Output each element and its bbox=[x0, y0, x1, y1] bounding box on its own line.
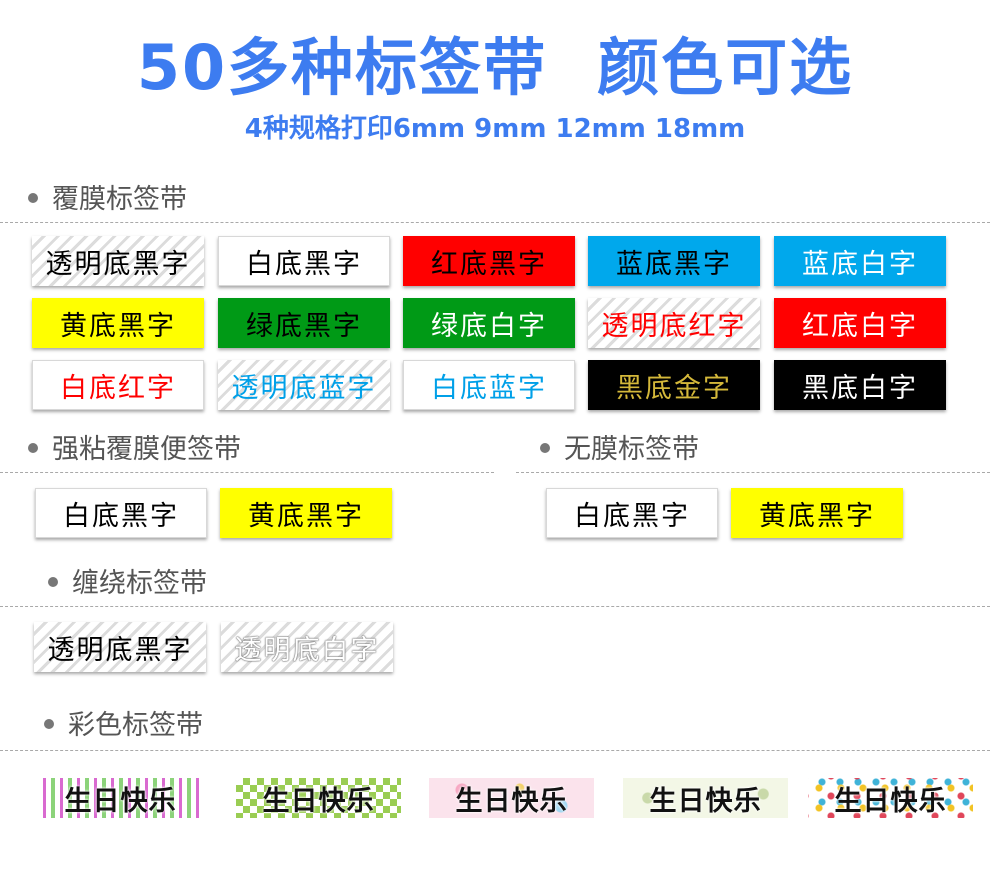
tape-label: 黄底黑字 bbox=[759, 500, 875, 532]
tape-label: 黑底金字 bbox=[616, 372, 732, 404]
tape-sample: 透明底蓝字 bbox=[218, 360, 390, 410]
section-heading-strong: 强粘覆膜便签带 bbox=[28, 432, 241, 468]
section-divider bbox=[0, 222, 990, 223]
section-heading-nonlaminated: 无膜标签带 bbox=[540, 432, 699, 468]
tape-label: 黄底黑字 bbox=[248, 500, 364, 532]
tape-sample: 黑底白字 bbox=[774, 360, 946, 410]
tape-label: 蓝底白字 bbox=[802, 248, 918, 280]
tape-sample: 白底黑字 bbox=[35, 488, 207, 538]
patterned-tape-sample: 生日快乐 bbox=[808, 778, 973, 818]
tape-label: 黄底黑字 bbox=[60, 310, 176, 342]
tape-label: 绿底白字 bbox=[431, 310, 547, 342]
tape-sample: 白底黑字 bbox=[218, 236, 390, 286]
tape-sample: 透明底红字 bbox=[588, 298, 760, 348]
section-heading-text: 无膜标签带 bbox=[564, 434, 699, 465]
tape-sample: 白底黑字 bbox=[546, 488, 718, 538]
tape-sample: 蓝底黑字 bbox=[588, 236, 760, 286]
tape-label: 生日快乐 bbox=[649, 785, 762, 817]
section-heading-text: 覆膜标签带 bbox=[52, 184, 187, 215]
tape-label: 生日快乐 bbox=[64, 785, 177, 817]
tape-label: 透明底红字 bbox=[601, 310, 747, 342]
tape-sample: 黄底黑字 bbox=[220, 488, 392, 538]
tape-sample: 绿底白字 bbox=[403, 298, 575, 348]
tape-sample: 黄底黑字 bbox=[32, 298, 204, 348]
bullet-icon bbox=[28, 442, 38, 453]
section-divider bbox=[516, 472, 990, 473]
tape-sample: 透明底白字 bbox=[221, 622, 393, 672]
patterned-tape-sample: 生日快乐 bbox=[236, 778, 401, 818]
page-subtitle: 4种规格打印6mm 9mm 12mm 18mm bbox=[244, 114, 746, 144]
tape-sample: 白底红字 bbox=[32, 360, 204, 410]
section-heading-text: 强粘覆膜便签带 bbox=[52, 434, 241, 465]
section-heading-laminated: 覆膜标签带 bbox=[28, 182, 187, 218]
tape-label: 透明底白字 bbox=[234, 634, 380, 666]
tape-sample: 透明底黑字 bbox=[32, 236, 204, 286]
tape-label: 透明底黑字 bbox=[47, 634, 193, 666]
tape-sample: 蓝底白字 bbox=[774, 236, 946, 286]
patterned-tape-sample: 生日快乐 bbox=[38, 778, 203, 818]
section-divider bbox=[0, 606, 990, 607]
tape-label: 白底蓝字 bbox=[431, 372, 547, 404]
tape-label: 白底黑字 bbox=[574, 500, 690, 532]
title-part-2: 颜色可选 bbox=[597, 31, 854, 104]
tape-label: 透明底蓝字 bbox=[231, 372, 377, 404]
tape-label: 白底红字 bbox=[60, 372, 176, 404]
bullet-icon bbox=[44, 718, 54, 729]
bullet-icon bbox=[28, 192, 38, 203]
tape-label: 透明底黑字 bbox=[45, 248, 191, 280]
tape-sample: 红底白字 bbox=[774, 298, 946, 348]
tape-label: 生日快乐 bbox=[834, 785, 947, 817]
tape-label: 生日快乐 bbox=[455, 785, 568, 817]
tape-label: 蓝底黑字 bbox=[616, 248, 732, 280]
tape-sample: 黄底黑字 bbox=[731, 488, 903, 538]
section-divider bbox=[0, 750, 990, 751]
bullet-icon bbox=[48, 576, 58, 587]
title-part-1: 50多种标签带 bbox=[136, 31, 548, 104]
section-heading-text: 彩色标签带 bbox=[68, 710, 203, 741]
tape-sample: 黑底金字 bbox=[588, 360, 760, 410]
tape-label: 红底白字 bbox=[802, 310, 918, 342]
tape-label: 生日快乐 bbox=[262, 785, 375, 817]
tape-label: 绿底黑字 bbox=[246, 310, 362, 342]
tape-sample: 白底蓝字 bbox=[403, 360, 575, 410]
section-divider bbox=[0, 472, 494, 473]
section-heading-text: 缠绕标签带 bbox=[72, 568, 207, 599]
tape-label: 红底黑字 bbox=[431, 248, 547, 280]
tape-sample: 红底黑字 bbox=[403, 236, 575, 286]
bullet-icon bbox=[540, 442, 550, 453]
tape-sample: 绿底黑字 bbox=[218, 298, 390, 348]
tape-label: 白底黑字 bbox=[246, 248, 362, 280]
section-heading-colorful: 彩色标签带 bbox=[44, 708, 203, 744]
patterned-tape-sample: 生日快乐 bbox=[429, 778, 594, 818]
page-title: 50多种标签带颜色可选 bbox=[0, 28, 990, 108]
tape-label: 白底黑字 bbox=[63, 500, 179, 532]
tape-label: 黑底白字 bbox=[802, 372, 918, 404]
patterned-tape-sample: 生日快乐 bbox=[623, 778, 788, 818]
tape-sample: 透明底黑字 bbox=[34, 622, 206, 672]
section-heading-wrap: 缠绕标签带 bbox=[48, 566, 207, 602]
